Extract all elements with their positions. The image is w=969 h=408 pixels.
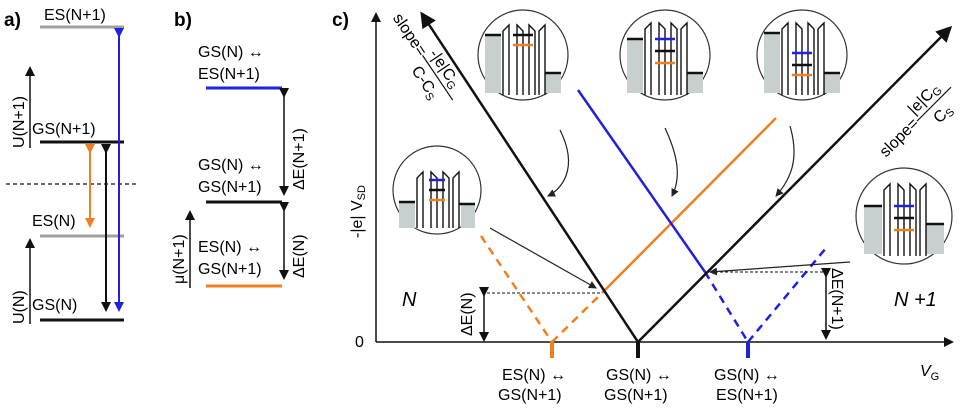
label-es-n1: ES(N+1): [44, 7, 106, 24]
y-axis-label: -|e| VSD: [349, 185, 368, 238]
left-boundary-line: [420, 11, 640, 343]
svg-text:CS: CS: [930, 101, 957, 128]
pointer-inset-1: [547, 129, 570, 197]
tick-left-line1: ES(N) ↔: [502, 367, 566, 384]
inset-1: [477, 9, 569, 101]
label-orange-line1: ES(N) ↔: [198, 239, 262, 256]
region-right-label: N +1: [894, 289, 937, 311]
panel-a-label: a): [4, 10, 21, 31]
slope-right-label: slope= |e|CG CS: [877, 85, 958, 161]
pointer-inset-left: [489, 227, 597, 289]
panel-b: b) GS(N) ↔ ES(N+1) GS(N) ↔ GS(N+1) ES(N)…: [171, 10, 308, 288]
inset-3: [756, 9, 848, 101]
tick-mid-line2: GS(N+1): [604, 387, 668, 404]
panel-b-label: b): [174, 10, 192, 31]
blue-dashed-left: [703, 271, 750, 343]
label-u-n: U(N): [11, 290, 28, 324]
right-boundary-line: [637, 25, 953, 343]
label-gs-n: GS(N): [32, 297, 77, 314]
label-blue-line2: ES(N+1): [198, 66, 260, 83]
blue-dashed-right: [747, 247, 827, 343]
delta-e-n1-label-c: ΔE(N+1): [828, 268, 845, 330]
orange-dashed-left: [479, 235, 554, 343]
region-left-label: N: [402, 289, 417, 311]
delta-e-n-label-c: ΔE(N): [459, 292, 476, 336]
inset-left: [392, 145, 482, 235]
tick-left-line2: GS(N+1): [498, 387, 562, 404]
origin-label: 0: [355, 334, 364, 351]
inset-2: [619, 9, 711, 101]
label-delta-e-n: ΔE(N): [291, 234, 308, 278]
orange-solid-line: [601, 117, 777, 294]
x-axis-label: VG: [920, 363, 939, 383]
label-blue-line1: GS(N) ↔: [198, 44, 264, 61]
panel-a: a) ES(N+1) GS(N+1) ES(N) GS(N) U(N+1) U(…: [4, 7, 138, 324]
label-mu: μ(N+1): [171, 234, 188, 284]
pointer-inset-3: [775, 125, 795, 197]
panel-c: c) 0 -|e| VSD VG N N +1 ΔE(N) ΔE(N+1) ES…: [332, 9, 958, 404]
label-es-n: ES(N): [32, 213, 76, 230]
panel-c-label: c): [332, 10, 349, 31]
tick-right-line1: GS(N) ↔: [714, 367, 780, 384]
label-orange-line2: GS(N+1): [198, 261, 262, 278]
orange-dashed-right: [551, 292, 603, 343]
blue-solid-line: [576, 89, 707, 273]
pointer-inset-2: [664, 127, 679, 197]
tick-mid-line1: GS(N) ↔: [606, 367, 672, 384]
label-gs-n1: GS(N+1): [32, 121, 96, 138]
label-delta-e-n1: ΔE(N+1): [291, 128, 308, 190]
inset-right: [855, 167, 953, 265]
label-u-n1: U(N+1): [11, 96, 28, 148]
label-black-line2: GS(N+1): [198, 179, 262, 196]
label-black-line1: GS(N) ↔: [198, 157, 264, 174]
pointer-inset-right: [709, 261, 851, 276]
slope-left-label: slope= -|e|CG C-CS: [389, 11, 458, 104]
svg-text:slope=: slope=: [877, 115, 923, 161]
tick-right-line2: ES(N+1): [716, 387, 778, 404]
